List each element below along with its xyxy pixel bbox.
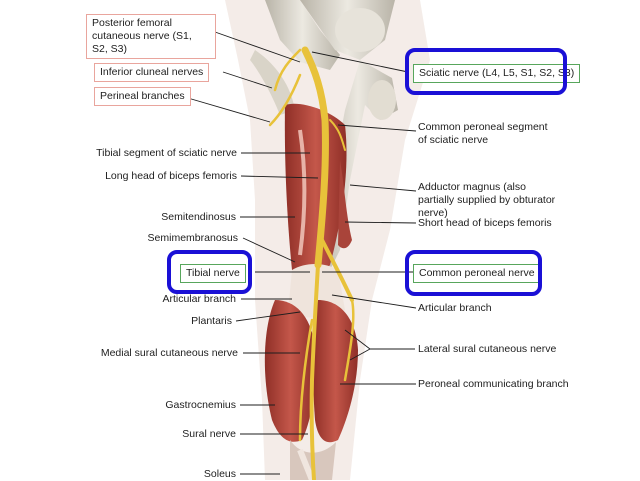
label-sciatic-nerve: Sciatic nerve (L4, L5, S1, S2, S3) <box>413 64 581 83</box>
label-semitendinosus: Semitendinosus <box>161 211 236 223</box>
label-short-head-biceps-femoris: Short head of biceps femoris <box>418 217 552 229</box>
label-long-head-biceps-femoris: Long head of biceps femoris <box>105 170 237 182</box>
sciatic-nerve-path <box>268 46 355 480</box>
label-plantaris: Plantaris <box>191 315 232 327</box>
leader-lines <box>180 31 417 475</box>
label-posterior-femoral-cutaneous-nerve: Posterior femoral cutaneous nerve (S1, S… <box>86 14 216 59</box>
label-common-peroneal-segment: Common peroneal segment of sciatic nerve <box>418 121 548 146</box>
label-inferior-cluneal-nerves: Inferior cluneal nerves <box>94 63 210 82</box>
label-perineal-branches: Perineal branches <box>94 87 191 106</box>
label-peroneal-communicating-branch: Peroneal communicating branch <box>418 378 569 390</box>
label-semimembranosus: Semimembranosus <box>147 232 238 244</box>
highlight-ring-common-peroneal-nerve <box>405 250 542 296</box>
label-medial-sural-cutaneous-nerve: Medial sural cutaneous nerve <box>100 347 238 359</box>
label-sural-nerve: Sural nerve <box>182 428 236 440</box>
label-tibial-segment-sciatic-nerve: Tibial segment of sciatic nerve <box>96 147 237 159</box>
label-adductor-magnus: Adductor magnus (also partially supplied… <box>418 181 556 219</box>
label-tibial-nerve: Tibial nerve <box>180 264 246 283</box>
label-gastrocnemius: Gastrocnemius <box>165 399 236 411</box>
label-common-peroneal-nerve: Common peroneal nerve <box>413 264 541 283</box>
label-soleus: Soleus <box>203 468 236 480</box>
calf-muscles <box>264 300 358 480</box>
pelvis-bone <box>250 0 395 115</box>
thigh-muscles <box>284 103 352 278</box>
highlight-ring-tibial-nerve <box>167 250 252 294</box>
highlight-ring-sciatic-nerve <box>405 48 567 95</box>
label-articular-branch-right: Articular branch <box>418 302 492 314</box>
label-articular-branch-left: Articular branch <box>162 293 236 305</box>
label-lateral-sural-cutaneous-nerve: Lateral sural cutaneous nerve <box>418 343 557 355</box>
